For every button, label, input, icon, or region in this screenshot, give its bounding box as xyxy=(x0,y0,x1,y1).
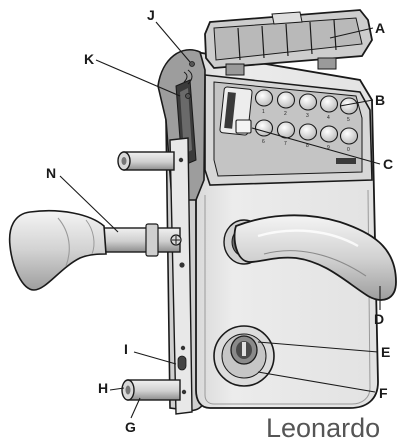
callout-b: B xyxy=(375,92,385,108)
keypad-button: 4 xyxy=(319,95,339,121)
callout-n: N xyxy=(46,165,56,181)
keypad-number: 0 xyxy=(347,147,350,153)
callout-a: A xyxy=(375,20,385,36)
keypad-number: 1 xyxy=(262,109,265,115)
callout-d: D xyxy=(374,311,384,327)
keypad-button: 3 xyxy=(298,93,318,119)
callout-g: G xyxy=(125,419,136,435)
callout-j: J xyxy=(147,7,155,23)
keypad-button: 2 xyxy=(276,91,296,117)
keypad-number: 4 xyxy=(327,115,330,121)
keypad-number: 7 xyxy=(284,141,287,147)
lower-bolt xyxy=(121,379,181,401)
keypad-cover xyxy=(204,9,373,76)
keypad-button: 0 xyxy=(339,127,359,153)
upper-bolt xyxy=(117,151,175,171)
callout-c: C xyxy=(383,156,393,172)
keypad-number: 6 xyxy=(262,139,265,145)
callout-labels: A B C D E F G H I J K N xyxy=(46,7,393,435)
keypad-number: 5 xyxy=(347,117,350,123)
keypad-number: 2 xyxy=(284,111,287,117)
callout-e: E xyxy=(381,344,390,360)
brand-name: Leonardo xyxy=(266,413,380,443)
inner-lever-handle xyxy=(223,214,397,301)
callout-k: K xyxy=(84,51,94,67)
key-cylinder xyxy=(230,335,258,365)
callout-f: F xyxy=(379,385,388,401)
leader-lines xyxy=(59,21,381,419)
keypad-button: 9 xyxy=(319,125,339,151)
keypad-number: 3 xyxy=(306,113,309,119)
keypad-button: 8 xyxy=(298,123,318,149)
keypad-number: 9 xyxy=(327,145,330,151)
faceplate xyxy=(169,137,193,415)
keypad-number: 8 xyxy=(306,143,309,149)
keypad-button: 1 xyxy=(254,89,274,115)
callout-h: H xyxy=(98,380,108,396)
outer-door-handle xyxy=(8,209,182,291)
callout-i: I xyxy=(124,341,128,357)
